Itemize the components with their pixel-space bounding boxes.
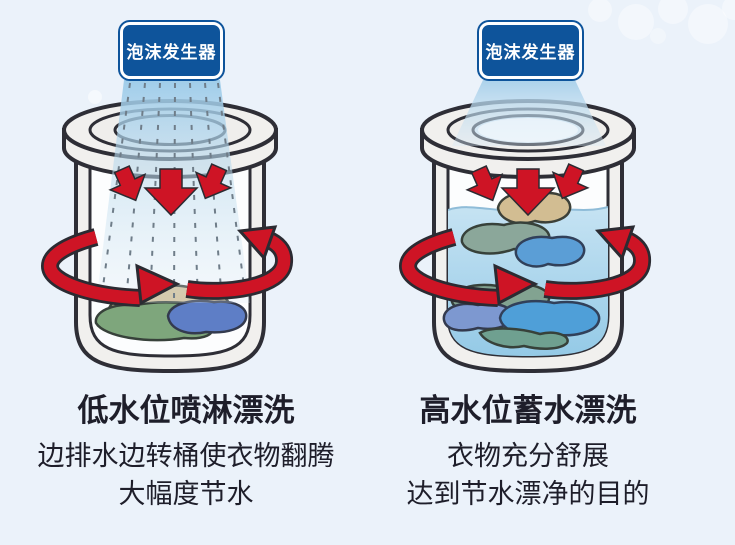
right-panel-description: 衣物充分舒展 达到节水漂净的目的 [342, 438, 714, 514]
left-panel-title: 低水位喷淋漂洗 [77, 393, 295, 429]
foam-generator-label: 泡沫发生器 [126, 43, 217, 63]
rotation-arrow-icon [40, 225, 294, 307]
down-arrows-icon [465, 163, 590, 217]
bubble-decoration [658, 0, 688, 24]
spray-dashes [100, 82, 247, 303]
cloth-teal-small [478, 327, 569, 350]
bubble-decoration [688, 4, 728, 44]
drum-high-water [398, 80, 652, 374]
drum-low-water [40, 80, 294, 374]
bubble-decoration [588, 0, 612, 22]
foam-generator-badge: 泡沫发生器 [479, 22, 582, 79]
left-panel-description: 边排水边转桶使衣物翻腾 大幅度节水 [0, 438, 372, 514]
right-panel-title: 高水位蓄水漂洗 [419, 393, 637, 429]
description-line: 大幅度节水 [118, 479, 254, 510]
bubble-decoration [618, 4, 654, 40]
cloth-blue [166, 299, 248, 335]
bubble-decoration [650, 28, 666, 44]
description-line: 达到节水漂净的目的 [406, 479, 650, 510]
cloth-blue [514, 235, 586, 268]
bubble-decoration [722, 0, 735, 20]
rotation-arrow-icon [398, 225, 652, 307]
foam-generator-badge: 泡沫发生器 [120, 22, 223, 79]
description-line: 衣物充分舒展 [447, 441, 609, 472]
clothes-floating-lower [442, 282, 601, 350]
description-line: 边排水边转桶使衣物翻腾 [37, 441, 335, 472]
foam-generator-label: 泡沫发生器 [485, 43, 576, 63]
down-arrows-icon [108, 163, 233, 217]
clothes-floating-upper [460, 191, 586, 268]
bubble-decoration [88, 90, 102, 104]
opening-glow [478, 118, 578, 142]
